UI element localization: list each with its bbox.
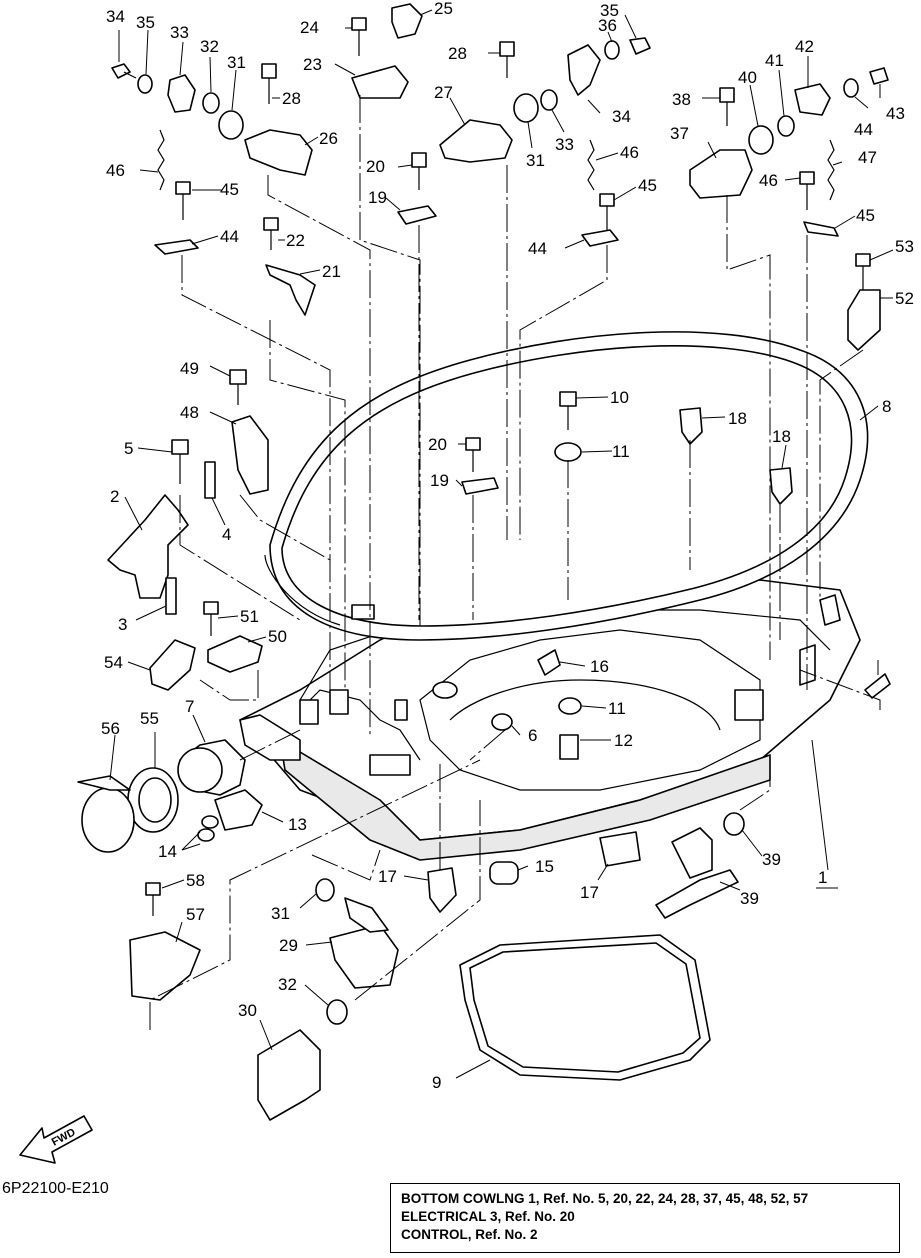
callout: 46 bbox=[106, 161, 125, 180]
callout: 33 bbox=[170, 23, 189, 42]
callout: 1 bbox=[818, 868, 827, 887]
callout: 6 bbox=[528, 726, 537, 745]
callout: 33 bbox=[555, 135, 574, 154]
callout: 25 bbox=[434, 0, 453, 18]
callout: 39 bbox=[762, 850, 781, 869]
callout: 58 bbox=[186, 871, 205, 890]
callout: 22 bbox=[286, 231, 305, 250]
callout: 52 bbox=[895, 289, 914, 308]
callout: 32 bbox=[278, 975, 297, 994]
callout: 2 bbox=[110, 487, 119, 506]
callout: 48 bbox=[180, 403, 199, 422]
reference-note: CONTROL, Ref. No. 2 bbox=[401, 1227, 538, 1242]
callout: 17 bbox=[378, 867, 397, 886]
callout: 50 bbox=[268, 627, 287, 646]
callout: 47 bbox=[858, 148, 877, 167]
callout: 9 bbox=[432, 1073, 441, 1092]
callout: 46 bbox=[620, 143, 639, 162]
callout: 37 bbox=[670, 124, 689, 143]
callout: 35 bbox=[136, 13, 155, 32]
callout: 38 bbox=[672, 90, 691, 109]
callout: 15 bbox=[535, 857, 554, 876]
callout: 13 bbox=[288, 815, 307, 834]
callout: 35 bbox=[600, 1, 619, 20]
callout: 53 bbox=[895, 237, 914, 256]
callout: 24 bbox=[300, 18, 319, 37]
bolt-parts bbox=[77, 3, 891, 1121]
callout: 26 bbox=[319, 129, 338, 148]
callout: 27 bbox=[434, 83, 453, 102]
callout: 31 bbox=[271, 904, 290, 923]
callout: 21 bbox=[322, 262, 341, 281]
callout: 36 bbox=[598, 16, 617, 35]
callout: 20 bbox=[366, 157, 385, 176]
callout: 10 bbox=[610, 388, 629, 407]
callout: 18 bbox=[728, 409, 747, 428]
callout: 45 bbox=[220, 180, 239, 199]
callout: 8 bbox=[882, 397, 891, 416]
reference-note: ELECTRICAL 3, Ref. No. 20 bbox=[401, 1209, 575, 1224]
callout: 41 bbox=[765, 51, 784, 70]
callout: 43 bbox=[886, 104, 905, 123]
callout: 31 bbox=[227, 53, 246, 72]
callout: 44 bbox=[528, 239, 547, 258]
callout-leaders bbox=[109, 9, 894, 1079]
callout: 49 bbox=[180, 359, 199, 378]
callout: 5 bbox=[124, 439, 133, 458]
callout: 12 bbox=[614, 731, 633, 750]
callout: 4 bbox=[222, 525, 231, 544]
callout: 3 bbox=[118, 615, 127, 634]
callout: 34 bbox=[106, 7, 125, 26]
callout: 23 bbox=[303, 55, 322, 74]
callout: 51 bbox=[240, 607, 259, 626]
callout: 19 bbox=[368, 188, 387, 207]
callout: 11 bbox=[608, 699, 626, 718]
callout: 11 bbox=[612, 442, 630, 461]
callout: 45 bbox=[638, 176, 657, 195]
reference-box: BOTTOM COWLNG 1, Ref. No. 5, 20, 22, 24,… bbox=[390, 1183, 900, 1253]
callout: 7 bbox=[185, 697, 194, 716]
callout: 34 bbox=[612, 107, 631, 126]
callout: 57 bbox=[186, 905, 205, 924]
callout: 42 bbox=[795, 37, 814, 56]
callout: 28 bbox=[448, 44, 467, 63]
callout: 31 bbox=[526, 151, 545, 170]
callout: 28 bbox=[282, 89, 301, 108]
callout: 56 bbox=[101, 719, 120, 738]
diagram-code: 6P22100-E210 bbox=[2, 1180, 109, 1197]
callout: 39 bbox=[740, 889, 759, 908]
callout: 40 bbox=[738, 68, 757, 87]
callout: 18 bbox=[772, 427, 791, 446]
reference-note: BOTTOM COWLNG 1, Ref. No. 5, 20, 22, 24,… bbox=[401, 1191, 809, 1206]
callout: 54 bbox=[104, 653, 123, 672]
callout: 16 bbox=[590, 657, 609, 676]
bottom-gasket bbox=[459, 934, 711, 1081]
fwd-arrow: FWD bbox=[19, 1115, 93, 1164]
callout: 45 bbox=[856, 206, 875, 225]
callout: 30 bbox=[238, 1001, 257, 1020]
callout: 44 bbox=[854, 120, 873, 139]
callout: 14 bbox=[158, 842, 177, 861]
callout: 29 bbox=[279, 936, 298, 955]
callout: 20 bbox=[428, 435, 447, 454]
callout: 44 bbox=[220, 227, 239, 246]
callout-numbers: 1 2 3 4 5 6 7 8 9 10 11 11 12 13 14 15 1… bbox=[101, 0, 914, 1092]
callout: 55 bbox=[140, 709, 159, 728]
leader-lines bbox=[149, 95, 881, 1030]
callout: 19 bbox=[430, 471, 449, 490]
callout: 17 bbox=[580, 883, 599, 902]
callout: 32 bbox=[200, 37, 219, 56]
callout: 46 bbox=[759, 171, 778, 190]
